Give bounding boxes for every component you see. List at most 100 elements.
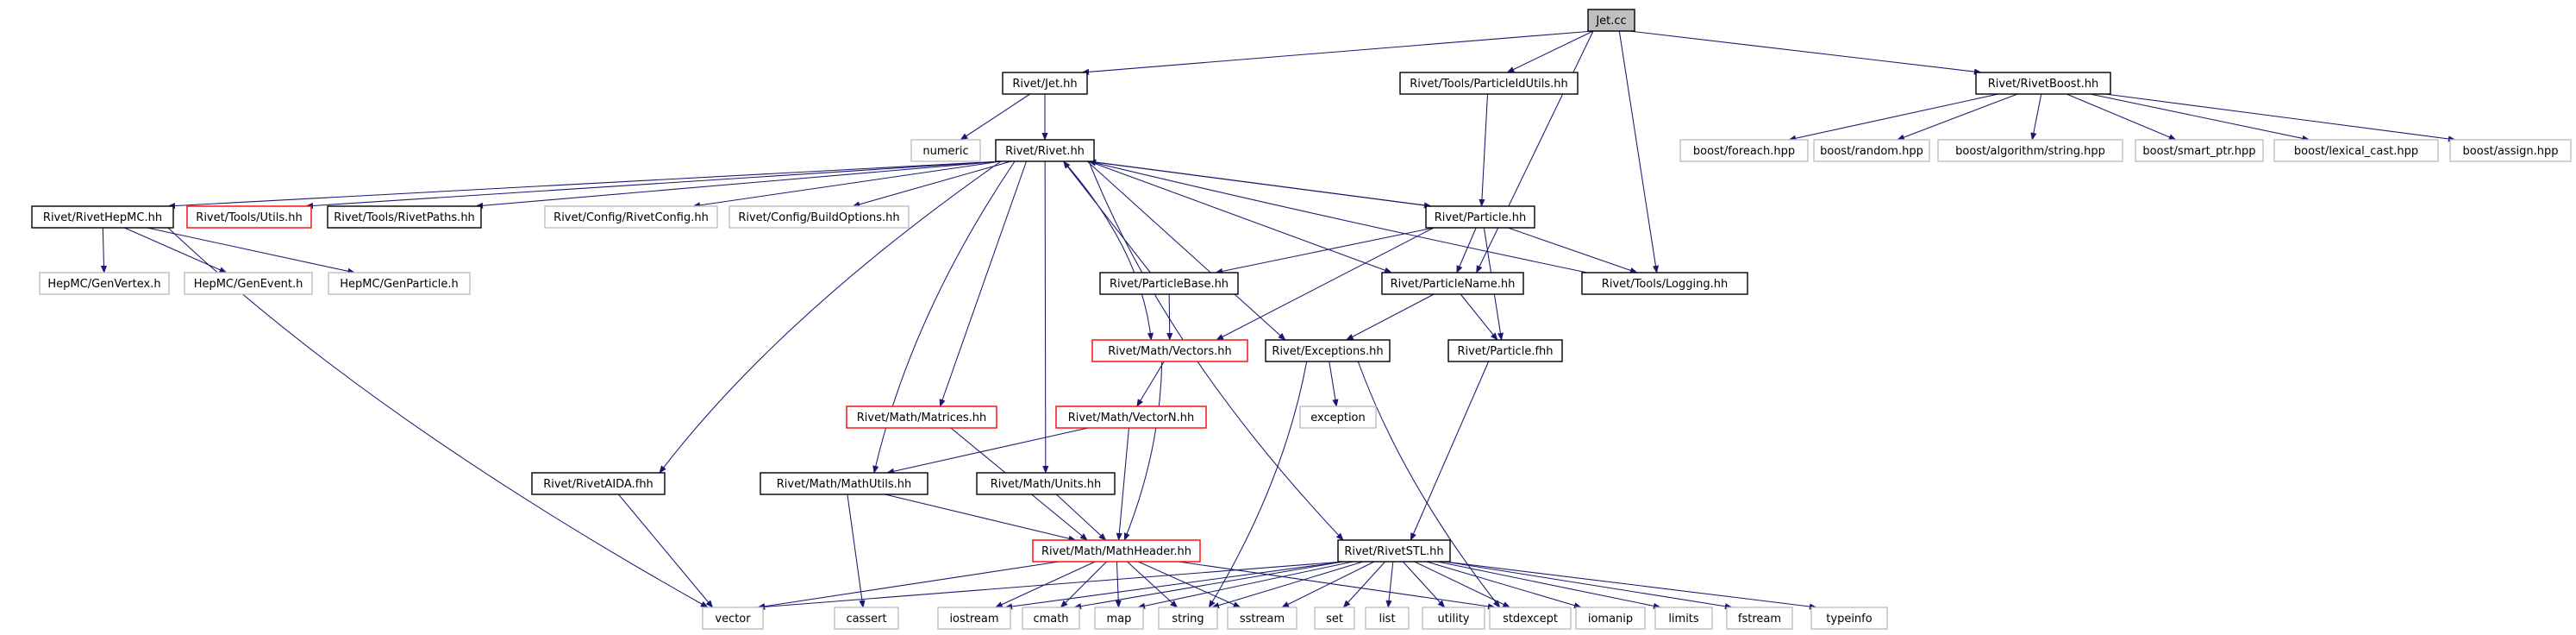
edge-rivetboost_hh-to-boost_foreach [1788,93,1999,141]
node-cassert: cassert [834,607,899,630]
node-box [1937,139,2123,162]
node-map: map [1094,607,1144,630]
node-math-units-hh[interactable]: Rivet/Math/Units.hh [976,472,1116,495]
edge-rivetstl_hh-to-iostream [1004,561,1344,610]
node-particlebase-hh[interactable]: Rivet/ParticleBase.hh [1099,272,1239,295]
node-label: boost/lexical_cast.hpp [2294,145,2418,158]
node-particlename-hh[interactable]: Rivet/ParticleName.hh [1381,272,1524,295]
node-box [1022,607,1080,630]
node-label: Rivet/Tools/ParticleIdUtils.hh [1410,78,1568,91]
edge-rivet_hh-to-config_rivetconfig_hh [692,160,1002,209]
node-math-matrices-hh[interactable]: Rivet/Math/Matrices.hh [846,406,997,429]
node-box [1227,607,1297,630]
node-label: iomanip [1588,613,1633,626]
node-rivethepmc-hh[interactable]: Rivet/RivetHepMC.hh [31,205,174,229]
node-boost-algorithm-string: boost/algorithm/string.hpp [1937,139,2123,162]
node-label: Rivet/RivetHepMC.hh [43,211,162,224]
node-label: Rivet/Rivet.hh [1005,145,1085,158]
node-math-mathutils-hh[interactable]: Rivet/Math/MathUtils.hh [760,472,928,495]
node-label: iostream [949,613,998,626]
node-box [702,607,764,630]
node-utility: utility [1422,607,1485,630]
edge-rivetstl_hh-to-stdexcept [1414,561,1511,608]
node-rivet-jet-hh[interactable]: Rivet/Jet.hh [1002,72,1088,95]
node-box [834,607,899,630]
node-label: Rivet/Jet.hh [1012,78,1077,91]
node-tools-rivetpaths-hh[interactable]: Rivet/Tools/RivetPaths.hh [327,205,482,229]
edge-rivet_hh-to-config_buildoptions_hh [852,160,1011,208]
node-box [184,272,313,295]
node-box [1337,539,1451,563]
node-label: numeric [922,145,968,158]
node-label: boost/random.hpp [1820,145,1923,158]
node-math-vectors-hh[interactable]: Rivet/Math/Vectors.hh [1091,339,1248,362]
node-particleidutils-hh[interactable]: Rivet/Tools/ParticleIdUtils.hh [1399,72,1579,95]
node-label: Rivet/Config/RivetConfig.hh [553,211,709,224]
node-label: Rivet/Math/MathHeader.hh [1041,545,1191,558]
node-box [1002,72,1088,95]
node-exceptions-hh[interactable]: Rivet/Exceptions.hh [1265,339,1391,362]
edge-rivetstl_hh-to-list [1385,561,1394,608]
edge-particle_hh-to-math_vectors_hh [1216,227,1435,341]
edge-exceptions_hh-to-exception [1329,361,1339,407]
node-config-rivetconfig-hh: Rivet/Config/RivetConfig.hh [544,205,718,229]
edge-rivetstl_hh-to-set [1342,561,1386,608]
node-box [976,472,1116,495]
edge-particlename_hh-to-particle_fhh [1460,293,1498,341]
edge-exceptions_hh-to-string [1208,361,1308,608]
node-label: limits [1668,613,1699,626]
node-box [728,205,910,229]
edge-rivet_hh-to-rivethepmc_hh [167,160,1002,210]
node-box [760,472,928,495]
edge-particleidutils_hh-to-particle_hh [1479,93,1489,207]
edge-rivet_hh-to-tools_rivetpaths_hh [475,160,1002,209]
edge-math_mathutils_hh-to-cassert [847,494,866,608]
edge-particle_hh-to-rivet_hh [1088,159,1432,207]
node-math-vectorn-hh[interactable]: Rivet/Math/VectorN.hh [1055,406,1207,429]
node-math-mathheader-hh[interactable]: Rivet/Math/MathHeader.hh [1032,539,1201,563]
node-label: Rivet/ParticleBase.hh [1110,278,1229,291]
node-tools-logging-hh[interactable]: Rivet/Tools/Logging.hh [1581,272,1748,295]
node-box [846,406,997,429]
node-particle-hh[interactable]: Rivet/Particle.hh [1425,205,1535,229]
edge-rivet_hh-to-math_vectors_hh [1063,160,1154,341]
node-box [531,472,666,495]
node-box [1032,539,1201,563]
node-hepmc-genparticle: HepMC/GenParticle.h [328,272,471,295]
node-jet-cc[interactable]: Jet.cc [1587,9,1635,32]
edge-particle_hh-to-tools_logging_hh [1507,227,1638,273]
node-label: cassert [846,613,886,626]
node-hepmc-genvertex: HepMC/GenVertex.h [39,272,170,295]
node-rivet-hh[interactable]: Rivet/Rivet.hh [995,139,1095,162]
node-boost-random: boost/random.hpp [1813,139,1930,162]
node-rivetstl-hh[interactable]: Rivet/RivetSTL.hh [1337,539,1451,563]
node-label: Jet.cc [1595,15,1626,28]
node-typeinfo: typeinfo [1810,607,1888,630]
node-rivetaida-fhh[interactable]: Rivet/RivetAIDA.fhh [531,472,666,495]
node-stdexcept: stdexcept [1489,607,1572,630]
node-box [1447,339,1563,362]
node-tools-utils-hh[interactable]: Rivet/Tools/Utils.hh [186,205,312,229]
node-box [1575,607,1646,630]
node-label: Rivet/Tools/RivetPaths.hh [334,211,475,224]
node-box [1679,139,1809,162]
node-box [327,205,482,229]
node-label: map [1107,613,1132,626]
node-box [1158,607,1218,630]
node-box [1810,607,1888,630]
node-limits: limits [1654,607,1713,630]
node-box [1299,406,1377,429]
node-boost-foreach: boost/foreach.hpp [1679,139,1809,162]
node-label: Rivet/ParticleName.hh [1391,278,1516,291]
node-rivetboost-hh[interactable]: Rivet/RivetBoost.hh [1975,72,2111,95]
edge-rivet_hh-to-tools_utils_hh [305,160,1002,210]
node-particle-fhh[interactable]: Rivet/Particle.fhh [1447,339,1563,362]
edge-particle_fhh-to-rivetstl_hh [1410,361,1490,541]
node-label: set [1326,613,1343,626]
edge-rivethepmc_hh-to-hepmc_genparticle [147,227,356,274]
edge-math_mathheader_hh-to-vector [757,561,1060,610]
node-label: list [1379,613,1395,626]
edge-rivetstl_hh-to-sstream [1281,561,1375,608]
node-cmath: cmath [1022,607,1080,630]
edge-rivet_hh-to-rivetaida_fhh [659,160,1002,474]
